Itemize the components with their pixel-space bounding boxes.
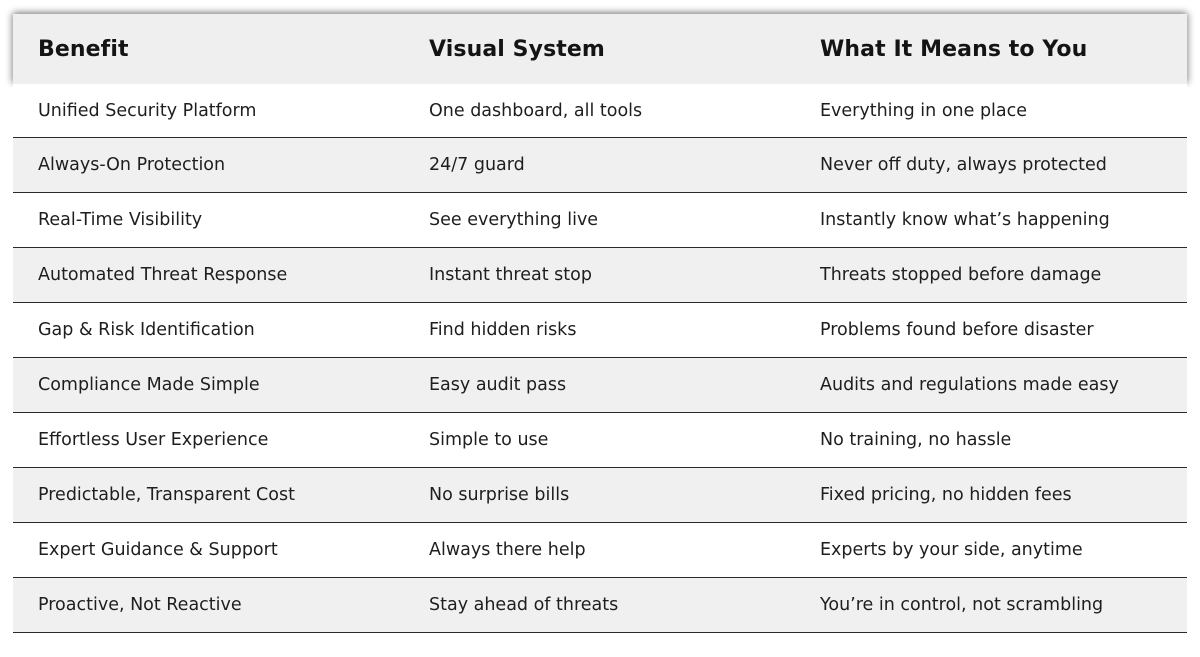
cell-visual-system: 24/7 guard bbox=[404, 137, 795, 193]
benefits-table-container: Benefit Visual System What It Means to Y… bbox=[13, 14, 1187, 633]
table-header-background bbox=[13, 14, 1187, 84]
cell-benefit: Gap & Risk Identification bbox=[13, 302, 404, 358]
table-row: Effortless User Experience Simple to use… bbox=[13, 412, 1187, 468]
cell-what-it-means: Problems found before disaster bbox=[795, 302, 1187, 358]
benefits-table: Benefit Visual System What It Means to Y… bbox=[13, 14, 1187, 633]
table-row: Real-Time Visibility See everything live… bbox=[13, 192, 1187, 248]
table-header: Benefit Visual System What It Means to Y… bbox=[13, 14, 1187, 84]
cell-what-it-means: Everything in one place bbox=[795, 84, 1187, 138]
cell-visual-system: Find hidden risks bbox=[404, 302, 795, 358]
header-visual-system: Visual System bbox=[429, 36, 605, 62]
cell-benefit: Automated Threat Response bbox=[13, 247, 404, 303]
cell-what-it-means: No training, no hassle bbox=[795, 412, 1187, 468]
table-row: Expert Guidance & Support Always there h… bbox=[13, 522, 1187, 578]
header-what-it-means: What It Means to You bbox=[820, 36, 1088, 62]
cell-visual-system: Always there help bbox=[404, 522, 795, 578]
cell-benefit: Always-On Protection bbox=[13, 137, 404, 193]
cell-benefit: Real-Time Visibility bbox=[13, 192, 404, 248]
cell-visual-system: Simple to use bbox=[404, 412, 795, 468]
cell-benefit: Unified Security Platform bbox=[13, 84, 404, 138]
cell-what-it-means: Audits and regulations made easy bbox=[795, 357, 1187, 413]
header-row: Benefit Visual System What It Means to Y… bbox=[13, 14, 1187, 84]
cell-visual-system: No surprise bills bbox=[404, 467, 795, 523]
table-row: Compliance Made Simple Easy audit pass A… bbox=[13, 357, 1187, 413]
cell-what-it-means: Threats stopped before damage bbox=[795, 247, 1187, 303]
header-benefit: Benefit bbox=[38, 36, 129, 62]
cell-visual-system: One dashboard, all tools bbox=[404, 84, 795, 138]
cell-benefit: Predictable, Transparent Cost bbox=[13, 467, 404, 523]
table-row: Predictable, Transparent Cost No surpris… bbox=[13, 467, 1187, 523]
table-row: Always-On Protection 24/7 guard Never of… bbox=[13, 137, 1187, 193]
cell-what-it-means: Instantly know what’s happening bbox=[795, 192, 1187, 248]
cell-visual-system: Stay ahead of threats bbox=[404, 577, 795, 633]
cell-benefit: Expert Guidance & Support bbox=[13, 522, 404, 578]
table-body: Unified Security Platform One dashboard,… bbox=[13, 84, 1187, 633]
cell-what-it-means: You’re in control, not scrambling bbox=[795, 577, 1187, 633]
cell-benefit: Effortless User Experience bbox=[13, 412, 404, 468]
cell-visual-system: Instant threat stop bbox=[404, 247, 795, 303]
cell-what-it-means: Experts by your side, anytime bbox=[795, 522, 1187, 578]
table-row: Proactive, Not Reactive Stay ahead of th… bbox=[13, 577, 1187, 633]
table-row: Automated Threat Response Instant threat… bbox=[13, 247, 1187, 303]
cell-benefit: Compliance Made Simple bbox=[13, 357, 404, 413]
cell-visual-system: Easy audit pass bbox=[404, 357, 795, 413]
cell-benefit: Proactive, Not Reactive bbox=[13, 577, 404, 633]
table-row: Unified Security Platform One dashboard,… bbox=[13, 84, 1187, 138]
table-row: Gap & Risk Identification Find hidden ri… bbox=[13, 302, 1187, 358]
cell-what-it-means: Never off duty, always protected bbox=[795, 137, 1187, 193]
cell-visual-system: See everything live bbox=[404, 192, 795, 248]
cell-what-it-means: Fixed pricing, no hidden fees bbox=[795, 467, 1187, 523]
